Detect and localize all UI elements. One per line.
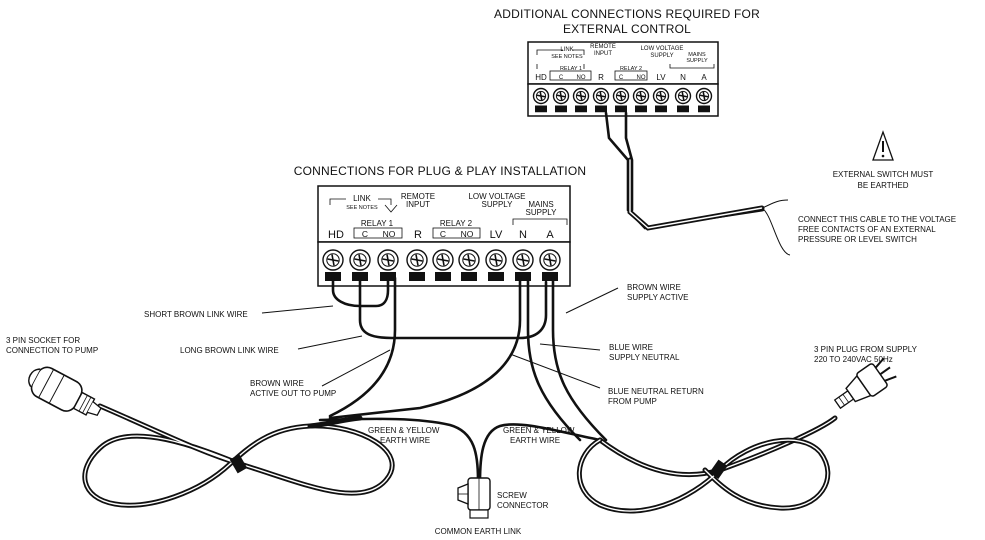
remote-label-1: REMOTE — [401, 192, 435, 201]
leader-lines — [261, 287, 619, 389]
lowv-label-2: SUPPLY — [482, 200, 514, 209]
ext-term-c2: C — [619, 75, 624, 81]
plug-line2: 220 TO 240VAC 50Hz — [814, 355, 893, 364]
screw-terminal-icon — [432, 249, 454, 281]
term-hd: HD — [328, 229, 344, 241]
screw-terminal-icon — [632, 87, 650, 113]
earth-left-line1: GREEN & YELLOW — [368, 426, 440, 435]
main-terminal-block: LINK SEE NOTES RELAY 1 REMOTE INPUT RELA… — [317, 185, 571, 287]
term-n: N — [519, 229, 527, 241]
ext-term-r: R — [598, 73, 604, 82]
term-c2: C — [440, 229, 446, 239]
brown-out-line2: ACTIVE OUT TO PUMP — [250, 389, 336, 398]
ext-mains-label-1: MAINS — [688, 52, 706, 58]
screw-terminal-icon — [652, 87, 670, 113]
ext-see-notes-label: SEE NOTES — [551, 54, 583, 60]
term-c1: C — [362, 229, 368, 239]
screw-terminal-icon — [512, 249, 534, 281]
short-link-label: SHORT BROWN LINK WIRE — [144, 310, 248, 319]
screw-terminal-icon — [695, 87, 713, 113]
connect-line2: FREE CONTACTS OF AN EXTERNAL — [798, 225, 936, 234]
plug-icon — [833, 357, 897, 410]
ext-term-a: A — [701, 73, 707, 82]
blue-neutral-line2: SUPPLY NEUTRAL — [609, 353, 680, 362]
external-title-line2: EXTERNAL CONTROL — [563, 22, 691, 36]
mains-label-1: MAINS — [528, 200, 553, 209]
brown-active-line2: SUPPLY ACTIVE — [627, 293, 689, 302]
ext-term-c1: C — [559, 75, 564, 81]
right-supply-cable — [576, 415, 838, 514]
lowv-label-1: LOW VOLTAGE — [468, 192, 525, 201]
screw-line2: CONNECTOR — [497, 501, 549, 510]
screw-terminal-icon — [322, 249, 344, 281]
ext-relay2-label: RELAY 2 — [620, 66, 642, 72]
term-lv: LV — [490, 229, 503, 241]
screw-terminal-icon — [612, 87, 630, 113]
plug-play-title: CONNECTIONS FOR PLUG & PLAY INSTALLATION — [294, 164, 587, 178]
screw-terminal-icon — [572, 87, 590, 113]
socket-icon — [28, 366, 102, 417]
ext-term-n: N — [680, 73, 686, 82]
screw-terminal-icon — [592, 87, 610, 113]
term-no2: NO — [461, 229, 474, 239]
term-a: A — [546, 229, 554, 241]
screw-connector-icon — [457, 477, 491, 519]
ext-term-no1: NO — [577, 75, 586, 81]
relay1-label: RELAY 1 — [361, 219, 394, 228]
screw-terminal-icon — [349, 249, 371, 281]
link-label: LINK — [353, 194, 371, 203]
warning-triangle-icon — [872, 130, 894, 161]
socket-line1: 3 PIN SOCKET FOR — [6, 336, 80, 345]
ext-term-no2: NO — [637, 75, 646, 81]
screw-terminal-icon — [485, 249, 507, 281]
relay2-label: RELAY 2 — [440, 219, 473, 228]
screw-terminal-icon — [406, 249, 428, 281]
term-no1: NO — [383, 229, 396, 239]
connect-line3: PRESSURE OR LEVEL SWITCH — [798, 235, 917, 244]
screw-terminal-icon — [377, 249, 399, 281]
external-terminal-block: LINK SEE NOTES RELAY 1 REMOTE INPUT RELA… — [527, 41, 719, 117]
ext-link-label: LINK — [560, 47, 573, 53]
screw-terminal-icon — [552, 87, 570, 113]
long-link-label: LONG BROWN LINK WIRE — [180, 346, 279, 355]
blue-return-line2: FROM PUMP — [608, 397, 657, 406]
ext-lowv-label-1: LOW VOLTAGE — [641, 46, 684, 52]
earth-right-line1: GREEN & YELLOW — [503, 426, 575, 435]
ext-term-hd: HD — [535, 73, 547, 82]
left-pump-cable — [82, 403, 395, 508]
ext-relay1-label: RELAY 1 — [560, 66, 582, 72]
warning-line1: EXTERNAL SWITCH MUST — [833, 170, 934, 179]
ext-remote-label-2: INPUT — [594, 51, 612, 57]
see-notes-label: SEE NOTES — [346, 205, 378, 211]
ext-mains-label-2: SUPPLY — [686, 58, 708, 64]
screw-terminal-icon — [532, 87, 550, 113]
socket-line2: CONNECTION TO PUMP — [6, 346, 98, 355]
common-earth-label: COMMON EARTH LINK — [435, 527, 522, 536]
ext-remote-label-1: REMOTE — [590, 44, 616, 50]
screw-line1: SCREW — [497, 491, 527, 500]
wires — [318, 276, 608, 484]
plug-line1: 3 PIN PLUG FROM SUPPLY — [814, 345, 918, 354]
external-title-line1: ADDITIONAL CONNECTIONS REQUIRED FOR — [494, 7, 760, 21]
term-r: R — [414, 229, 422, 241]
ext-lowv-label-2: SUPPLY — [650, 53, 673, 59]
earth-right-line2: EARTH WIRE — [510, 436, 560, 445]
screw-terminal-icon — [458, 249, 480, 281]
brown-active-line1: BROWN WIRE — [627, 283, 681, 292]
mains-label-2: SUPPLY — [526, 208, 558, 217]
blue-neutral-line1: BLUE WIRE — [609, 343, 653, 352]
external-control-cable — [604, 111, 791, 256]
ext-term-lv: LV — [656, 73, 666, 82]
screw-terminal-icon — [674, 87, 692, 113]
screw-terminal-icon — [539, 249, 561, 281]
brown-out-line1: BROWN WIRE — [250, 379, 304, 388]
earth-left-line2: EARTH WIRE — [380, 436, 430, 445]
warning-line2: BE EARTHED — [858, 181, 909, 190]
blue-return-line1: BLUE NEUTRAL RETURN — [608, 387, 704, 396]
remote-label-2: INPUT — [406, 200, 430, 209]
connect-line1: CONNECT THIS CABLE TO THE VOLTAGE — [798, 215, 956, 224]
